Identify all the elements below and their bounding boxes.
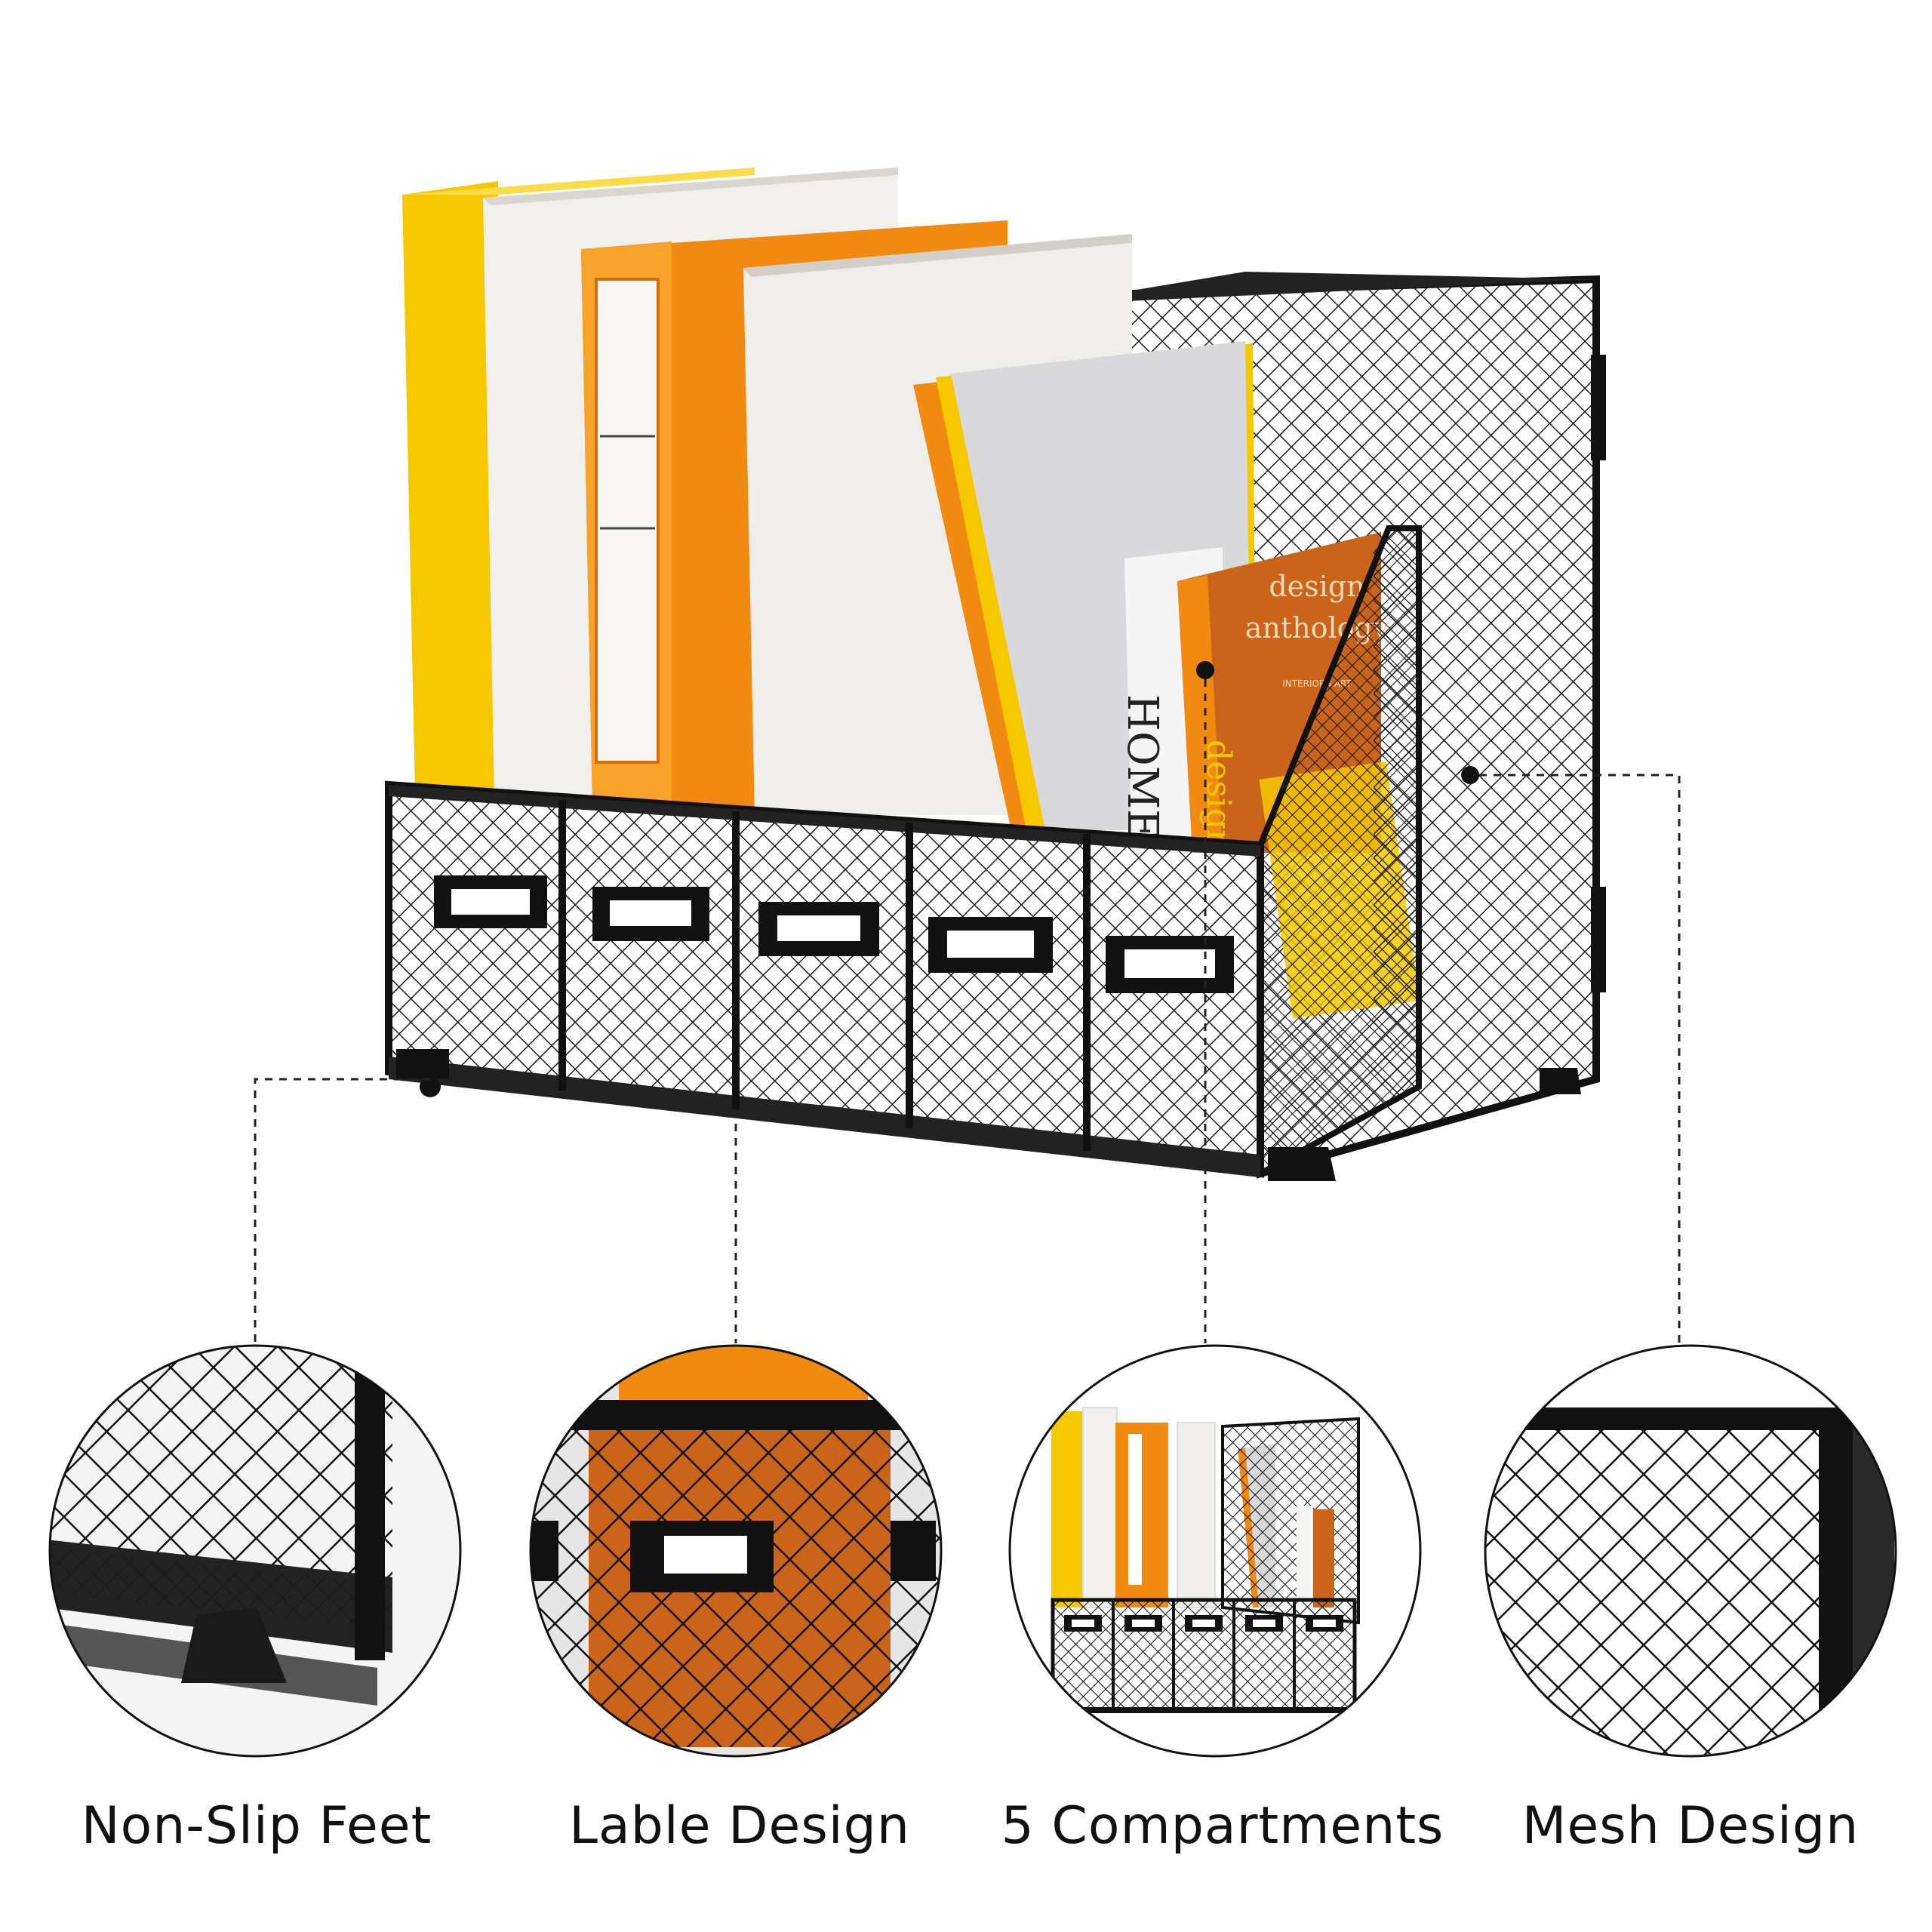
- label-holder-5: [1106, 936, 1234, 993]
- detail-circle-mesh-design: [1484, 1344, 1897, 1758]
- detail-circle-label-design: [529, 1344, 943, 1758]
- label-holder-4: [928, 917, 1053, 973]
- detail-circle-5-compartments: [1008, 1344, 1422, 1758]
- cover-title-1: design: [1269, 570, 1364, 603]
- label-holder-2: [592, 887, 709, 941]
- caption-non-slip-feet: Non-Slip Feet: [81, 1796, 432, 1856]
- front-mesh-box: [385, 780, 1264, 1178]
- caption-5-compartments: 5 Compartments: [1001, 1796, 1444, 1856]
- detail-circle-non-slip-feet: [48, 1344, 462, 1758]
- home-spine-text: HOME: [1118, 694, 1167, 840]
- label-holder-1: [434, 875, 547, 928]
- foot-front: [1268, 1147, 1336, 1181]
- caption-label-design: Lable Design: [569, 1796, 910, 1856]
- callout-lines: [254, 679, 1681, 1343]
- file-organizer-main: HOME design anthology INTERIORS ART desi…: [385, 168, 1606, 1181]
- foot-right: [1540, 1068, 1581, 1094]
- yellow-binder: [402, 168, 755, 800]
- foot-left: [396, 1049, 449, 1079]
- caption-mesh-design: Mesh Design: [1521, 1796, 1860, 1856]
- label-holder-3: [758, 902, 879, 956]
